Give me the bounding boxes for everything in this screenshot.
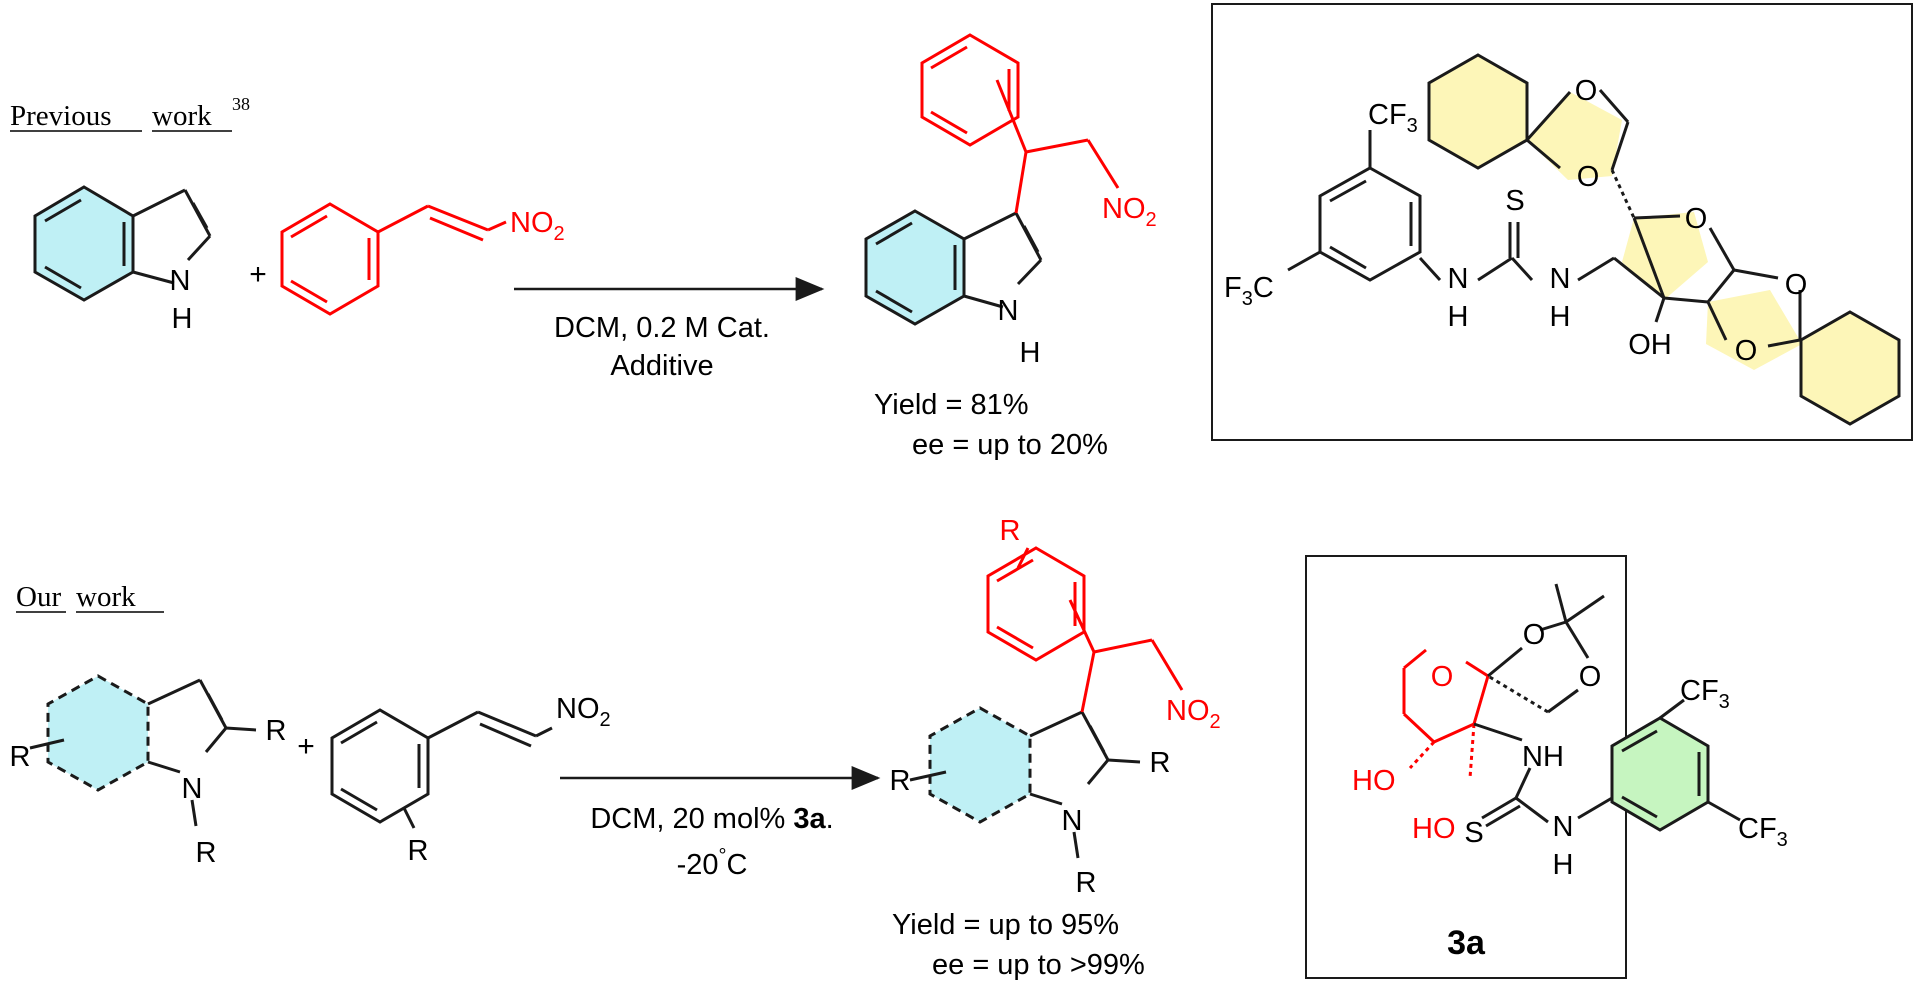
indole-n-atom-2: N — [182, 773, 203, 805]
r-group-c2: R — [266, 715, 287, 747]
cat-3a-n2-h: H — [1553, 849, 1574, 881]
r-group-product-c2: R — [1150, 747, 1171, 779]
r-group-aryl: R — [408, 835, 429, 867]
cat-3a-nh: NH — [1522, 741, 1564, 773]
product-nitro-label: NO2 — [1102, 193, 1157, 231]
prev-cat-nh1-n: N — [1448, 263, 1469, 295]
indole-n-atom: N — [170, 265, 191, 297]
cat-3a-cf3-bottom: CF3 — [1738, 813, 1788, 851]
indole-reactant — [33, 185, 212, 302]
our-ee: ee = up to >99% — [932, 949, 1145, 981]
r-group-product-n: R — [1076, 867, 1097, 899]
conditions-our-line1: DCM, 20 mol% 3a. — [590, 803, 833, 835]
product-indole — [864, 209, 1043, 326]
cat-3a-ketal-oxygen-2: O — [1579, 661, 1602, 693]
product-nitro-label-2: NO2 — [1166, 695, 1221, 733]
substituted-nitrostyrene — [330, 708, 553, 829]
product-side-chain — [920, 33, 1120, 214]
previous-heading-word1: Previous — [10, 100, 112, 132]
prev-cat-hydroxyl: OH — [1628, 329, 1672, 361]
plus-sign-2: + — [297, 730, 315, 763]
our-yield: Yield = up to 95% — [892, 909, 1119, 941]
previous-catalyst-box — [1211, 3, 1913, 441]
prev-cat-oxygen-3: O — [1685, 203, 1708, 235]
prev-cat-oxygen-4: O — [1785, 269, 1808, 301]
r-group-n: R — [196, 837, 217, 869]
prev-cat-oxygen-1: O — [1575, 75, 1598, 107]
prev-cat-f3c: F3C — [1224, 272, 1274, 310]
indole-h-atom: H — [172, 303, 193, 335]
reference-superscript: 38 — [232, 94, 250, 114]
our-work-heading: Our work — [16, 581, 164, 613]
previous-yield: Yield = 81% — [874, 389, 1029, 421]
prev-cat-nh1-h: H — [1448, 301, 1469, 333]
catalyst-3a-label: 3a — [1447, 924, 1486, 962]
cat-3a-ketal-oxygen-1: O — [1523, 619, 1546, 651]
catalyst-3a-structure — [1402, 583, 1741, 832]
conditions-our-line2: -20°C — [677, 845, 748, 881]
r-group-left: R — [10, 741, 31, 773]
prev-cat-cf3-top: CF3 — [1368, 99, 1418, 137]
our-heading-word2: work — [76, 581, 136, 613]
substituted-indole-reactant — [29, 674, 257, 827]
previous-heading-word2: work — [152, 100, 212, 132]
nitro-label-2: NO2 — [556, 693, 611, 731]
r-group-product-aryl: R — [1000, 515, 1021, 547]
cat-3a-cf3-top: CF3 — [1680, 675, 1730, 713]
product-h-atom: H — [1020, 337, 1041, 369]
r-group-product-left: R — [890, 765, 911, 797]
prev-cat-sulfur: S — [1505, 185, 1524, 217]
our-product-side-chain — [986, 546, 1184, 713]
cat-3a-ring-oxygen: O — [1431, 661, 1454, 693]
prev-cat-oxygen-5: O — [1735, 335, 1758, 367]
previous-ee: ee = up to 20% — [912, 429, 1108, 461]
cat-3a-hydroxyl-2: HO — [1412, 813, 1456, 845]
product-n-atom-2: N — [1062, 805, 1083, 837]
cat-3a-hydroxyl-1: HO — [1352, 765, 1396, 797]
cat-3a-sulfur: S — [1464, 817, 1483, 849]
our-heading-word1: Our — [16, 581, 61, 613]
plus-sign: + — [249, 258, 267, 291]
previous-work-heading: Previous work 38 — [10, 94, 250, 132]
prev-cat-nh2-h: H — [1550, 301, 1571, 333]
nitro-group-label: NO2 — [510, 207, 565, 245]
cat-3a-n2: N — [1553, 811, 1574, 843]
prev-cat-oxygen-2: O — [1577, 161, 1600, 193]
prev-cat-nh2-n: N — [1550, 263, 1571, 295]
our-product-indole — [909, 706, 1141, 859]
previous-catalyst-structure — [1287, 53, 1901, 426]
conditions-line2: Additive — [610, 350, 713, 382]
product-n-atom: N — [998, 295, 1019, 327]
nitrostyrene-reactant — [280, 202, 507, 316]
conditions-line1: DCM, 0.2 M Cat. — [554, 312, 770, 344]
